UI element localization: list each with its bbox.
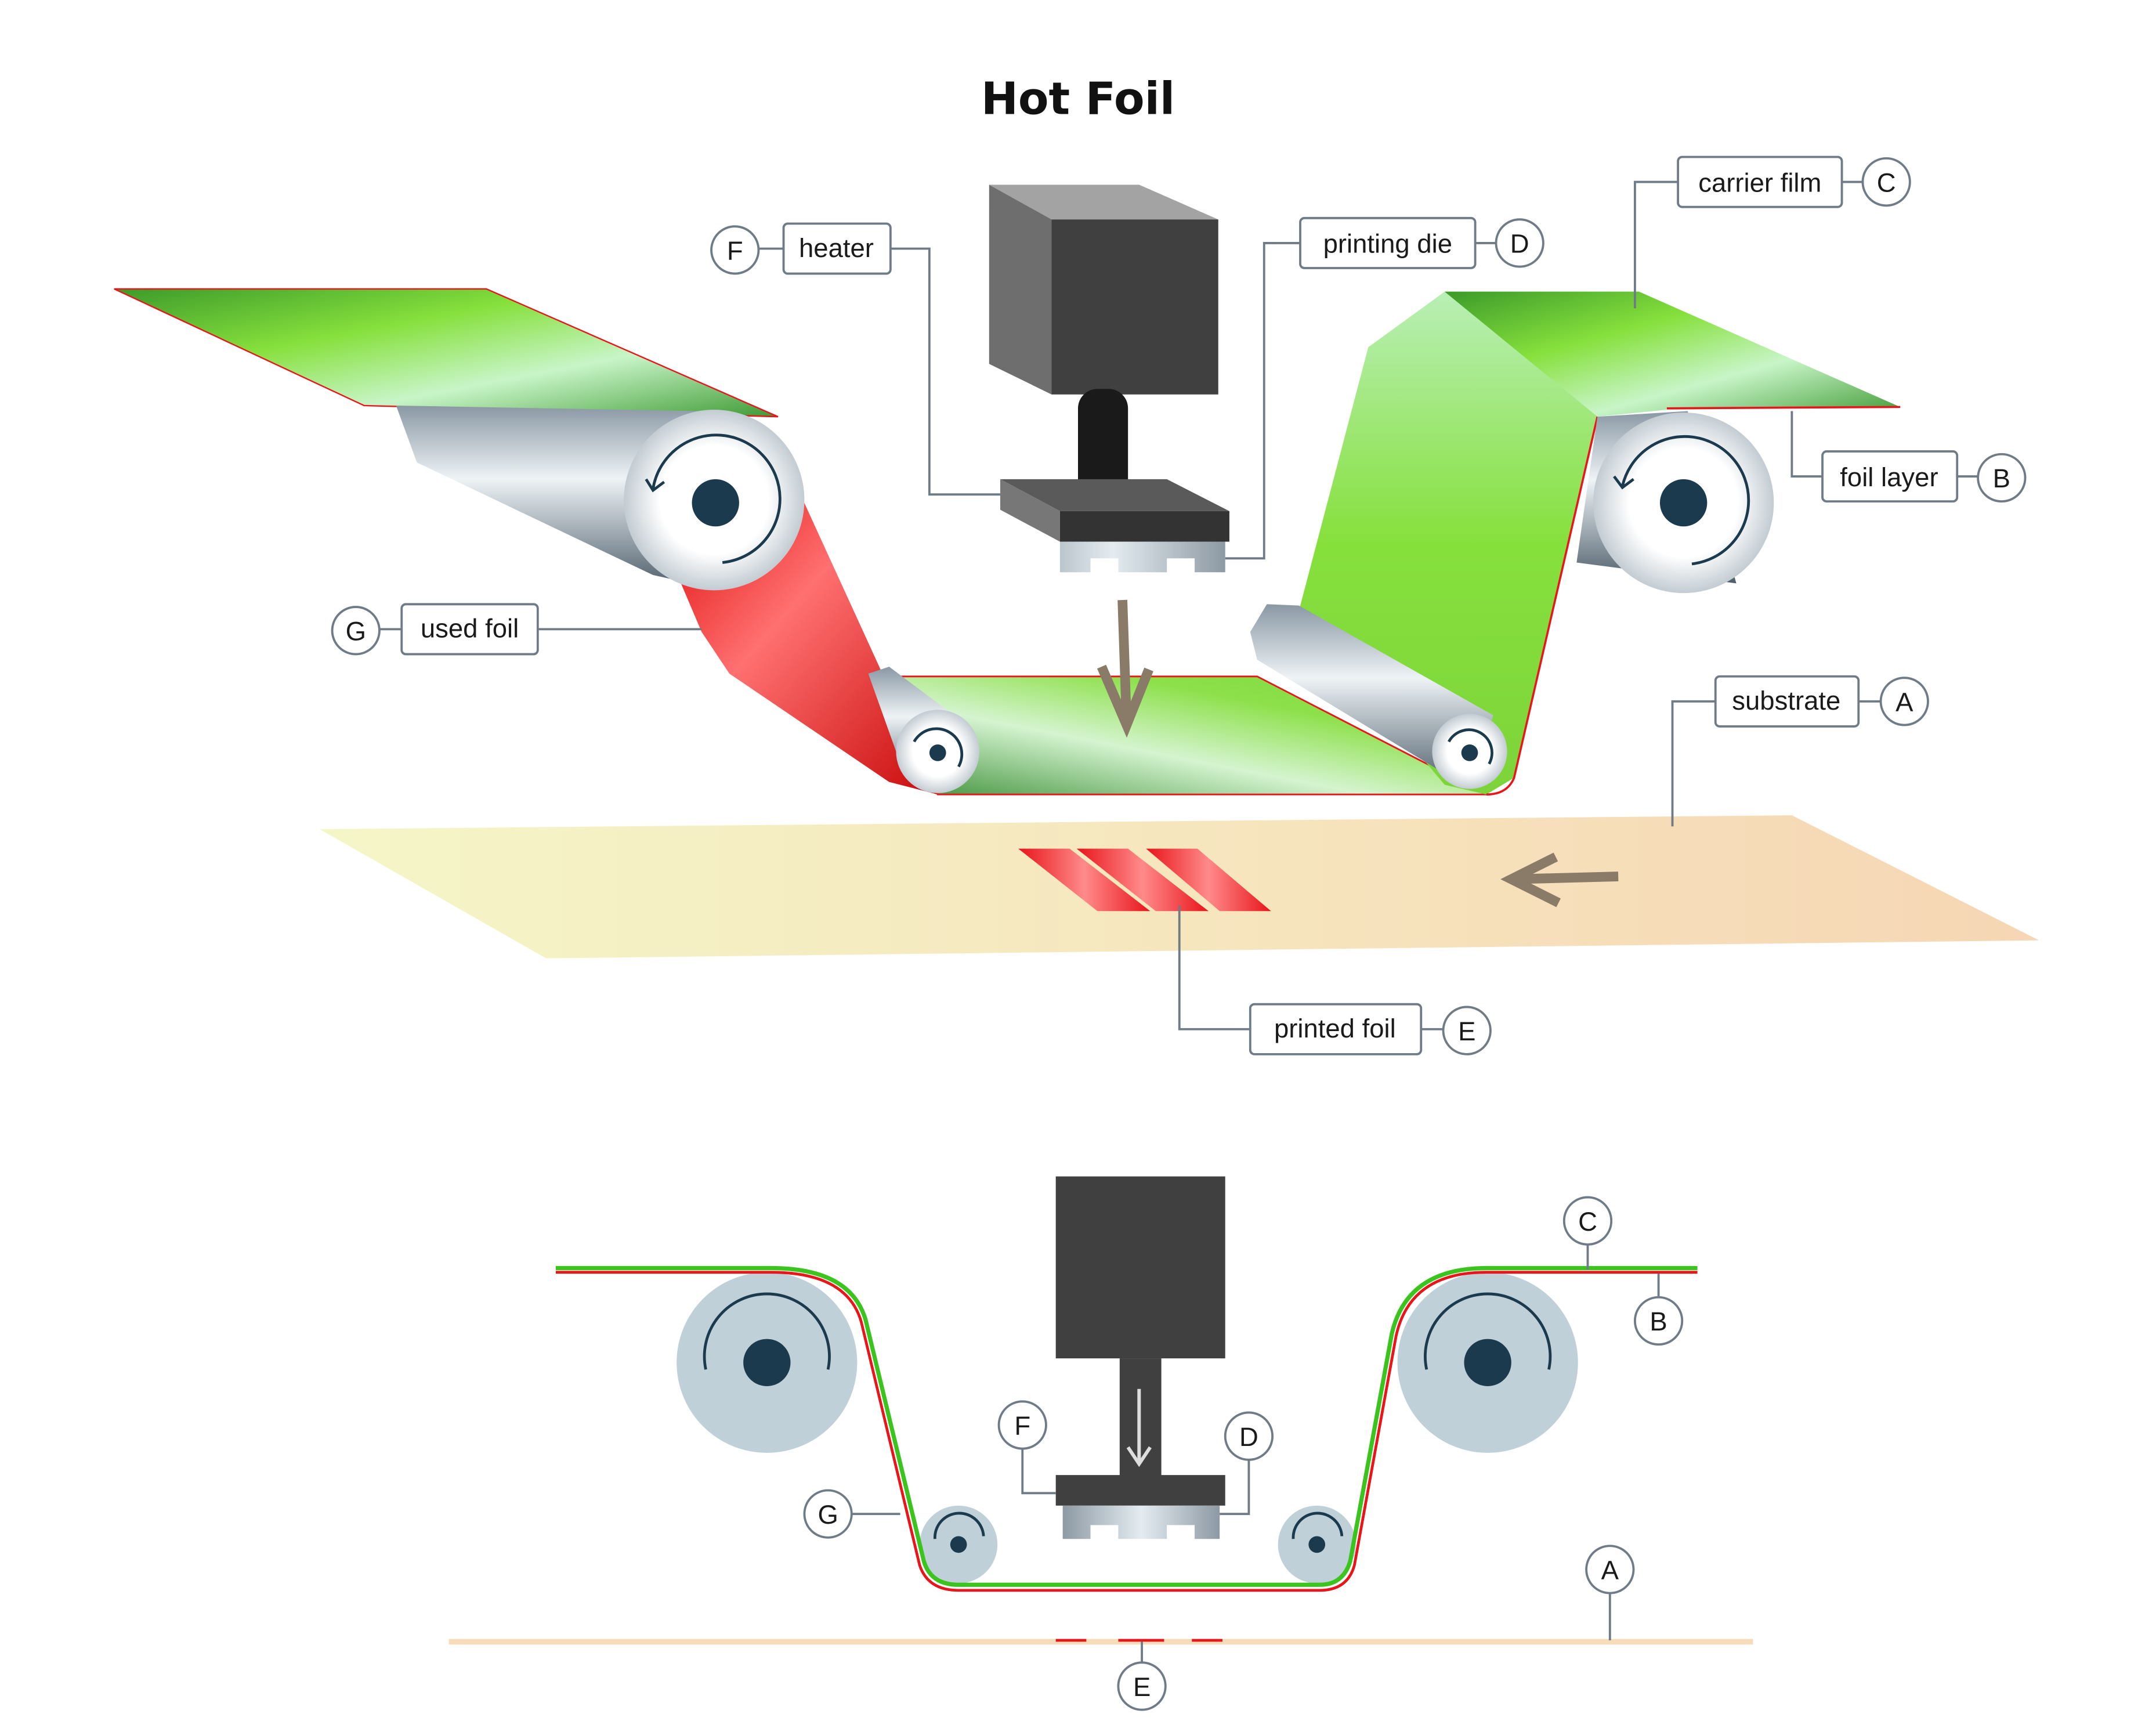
label-G-used-foil: used foil G bbox=[331, 603, 702, 656]
svg-text:A: A bbox=[1601, 1556, 1619, 1585]
svg-text:carrier film: carrier film bbox=[1698, 168, 1821, 197]
diagram-title: Hot Foil bbox=[981, 73, 1175, 125]
svg-text:G: G bbox=[817, 1500, 838, 1529]
side-label-B: B bbox=[1633, 1274, 1684, 1346]
side-label-A: A bbox=[1585, 1545, 1635, 1641]
svg-text:heater: heater bbox=[799, 233, 874, 263]
svg-text:substrate: substrate bbox=[1732, 686, 1840, 715]
left-small-roller bbox=[868, 666, 980, 793]
side-label-D: D bbox=[1220, 1411, 1274, 1516]
label-E-printed-foil: printed foil E bbox=[1178, 905, 1492, 1055]
svg-text:E: E bbox=[1458, 1017, 1475, 1046]
printing-die bbox=[1000, 479, 1229, 573]
svg-text:D: D bbox=[1239, 1422, 1258, 1452]
side-label-C: C bbox=[1562, 1196, 1613, 1270]
right-small-roller bbox=[1250, 604, 1507, 789]
svg-text:printed foil: printed foil bbox=[1274, 1014, 1396, 1043]
printed-foil-stripes bbox=[1018, 848, 1271, 912]
side-view bbox=[448, 1176, 1753, 1645]
side-heater bbox=[1055, 1176, 1225, 1359]
left-roller bbox=[396, 405, 805, 591]
svg-text:F: F bbox=[1014, 1411, 1030, 1441]
press-direction-arrow bbox=[1097, 599, 1153, 738]
right-roller bbox=[1576, 411, 1774, 594]
svg-text:A: A bbox=[1895, 688, 1913, 717]
side-label-F: F bbox=[997, 1400, 1056, 1495]
side-foil-green bbox=[555, 1265, 1698, 1587]
side-foil-red bbox=[555, 1271, 1698, 1592]
side-die bbox=[1055, 1475, 1225, 1506]
svg-text:C: C bbox=[1877, 168, 1896, 197]
side-label-G: G bbox=[803, 1489, 900, 1539]
svg-text:E: E bbox=[1133, 1672, 1151, 1702]
svg-text:B: B bbox=[1649, 1307, 1667, 1336]
svg-text:F: F bbox=[727, 236, 743, 266]
svg-text:D: D bbox=[1510, 229, 1529, 259]
roller-hub-icon bbox=[692, 479, 739, 527]
svg-text:G: G bbox=[346, 617, 366, 646]
label-F-heater: heater F bbox=[710, 222, 1000, 496]
svg-text:printing die: printing die bbox=[1323, 229, 1452, 259]
svg-text:foil layer: foil layer bbox=[1840, 462, 1938, 492]
foil-band-left bbox=[114, 288, 779, 418]
svg-text:C: C bbox=[1578, 1207, 1597, 1236]
substrate-sheet bbox=[320, 815, 2039, 959]
heater-block bbox=[989, 185, 1218, 506]
side-label-E: E bbox=[1117, 1641, 1167, 1711]
label-D-printing-die: printing die D bbox=[1225, 216, 1544, 560]
label-A-substrate: substrate A bbox=[1671, 675, 1929, 827]
label-C-carrier-film: carrier film C bbox=[1633, 156, 1911, 309]
svg-text:used foil: used foil bbox=[421, 614, 519, 643]
substrate-direction-arrow bbox=[1500, 852, 1619, 907]
label-B-foil-layer: foil layer B bbox=[1790, 411, 2027, 503]
rotation-arrow-icon bbox=[652, 433, 782, 564]
foil-band-top-right bbox=[1444, 291, 1901, 417]
svg-text:B: B bbox=[1993, 464, 2010, 493]
